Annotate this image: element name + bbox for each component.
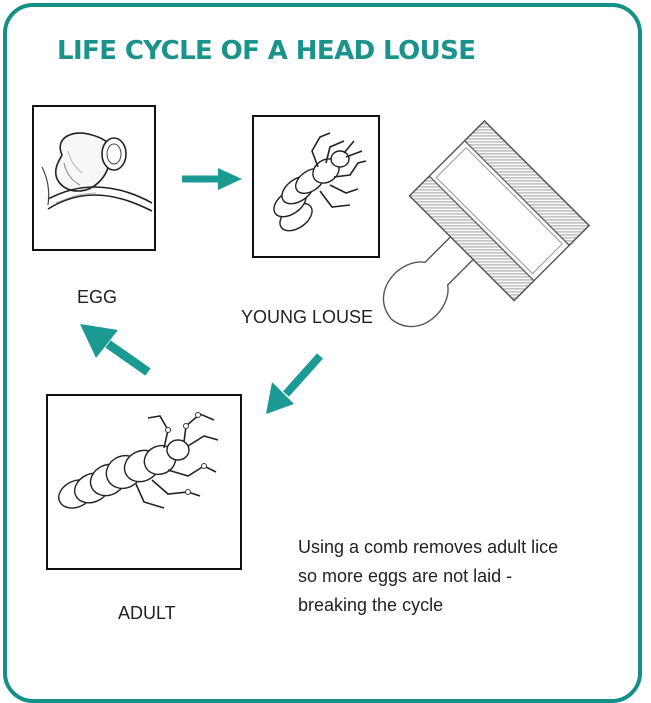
- stage-label-young-louse: YOUNG LOUSE: [241, 307, 373, 328]
- caption-line: Using a comb removes adult lice: [298, 533, 618, 562]
- adult-louse-icon: [48, 396, 242, 570]
- stage-label-egg: EGG: [77, 287, 117, 308]
- nit-comb-icon: [400, 120, 636, 390]
- young-louse-image-box: [252, 115, 380, 258]
- adult-louse-image-box: [46, 394, 242, 570]
- arrow-egg-to-young-icon: [178, 164, 248, 194]
- stage-label-adult: ADULT: [118, 603, 176, 624]
- egg-image-box: [32, 105, 156, 251]
- caption-line: breaking the cycle: [298, 591, 618, 620]
- young-louse-icon: [254, 117, 380, 258]
- egg-icon: [34, 107, 156, 251]
- page-title: LIFE CYCLE OF A HEAD LOUSE: [57, 36, 475, 66]
- arrow-young-to-adult-icon: [264, 352, 326, 418]
- caption-line: so more eggs are not laid -: [298, 562, 618, 591]
- caption-text: Using a comb removes adult lice so more …: [298, 533, 618, 620]
- arrow-adult-to-egg-icon: [78, 318, 154, 378]
